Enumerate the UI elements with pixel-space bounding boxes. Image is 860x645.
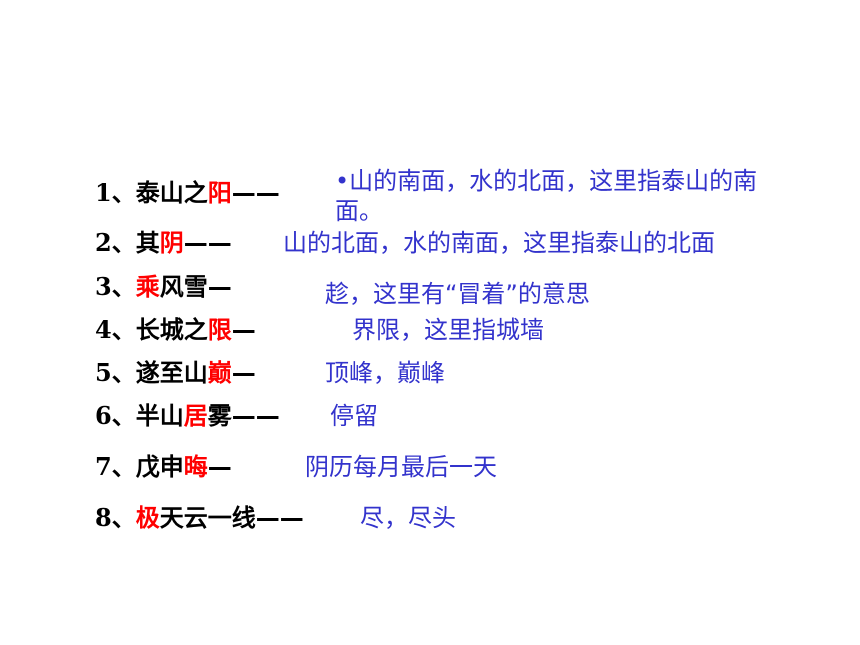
key-character: 巅: [207, 359, 232, 387]
term-text-before: 、泰山之: [111, 179, 208, 207]
term-1: 1、泰山之阳——: [95, 178, 280, 208]
term-text-after: 雾——: [207, 402, 280, 430]
term-number: 5: [95, 358, 112, 387]
key-character: 阳: [207, 179, 232, 207]
term-2: 2、其阴——: [95, 228, 232, 258]
term-7: 7、戊申晦—: [95, 452, 232, 482]
definition-1: •山的南面，水的北面，这里指泰山的南面。: [335, 167, 758, 225]
key-character: 居: [183, 402, 208, 430]
term-text-before: 、: [111, 273, 136, 301]
term-number: 7: [95, 452, 112, 481]
term-text-after: 风雪—: [159, 273, 232, 301]
term-text-after: —: [207, 453, 232, 481]
definition-8: 尽，尽头: [360, 504, 456, 532]
term-number: 2: [95, 228, 112, 257]
term-8: 8、极天云一线——: [95, 503, 304, 533]
term-number: 6: [95, 401, 112, 430]
term-text-before: 、: [111, 504, 136, 532]
term-4: 4、长城之限—: [95, 315, 256, 345]
definition-7: 阴历每月最后一天: [305, 453, 497, 481]
term-number: 3: [95, 272, 112, 301]
term-5: 5、遂至山巅—: [95, 358, 256, 388]
definition-4: 界限，这里指城墙: [352, 316, 544, 344]
term-number: 4: [95, 315, 112, 344]
term-text-before: 、其: [111, 229, 160, 257]
definition-3: 趁，这里有“冒着”的意思: [325, 280, 590, 308]
term-text-before: 、戊申: [111, 453, 184, 481]
term-text-before: 、长城之: [111, 316, 208, 344]
term-number: 8: [95, 503, 112, 532]
term-text-after: ——: [231, 179, 280, 207]
term-3: 3、乘风雪—: [95, 272, 232, 302]
term-text-after: —: [231, 316, 256, 344]
term-text-before: 、遂至山: [111, 359, 208, 387]
term-text-after: 天云一线——: [159, 504, 304, 532]
definition-2: 山的北面，水的南面，这里指泰山的北面: [283, 229, 715, 257]
term-6: 6、半山居雾——: [95, 401, 280, 431]
key-character: 极: [135, 504, 160, 532]
term-text-after: —: [231, 359, 256, 387]
key-character: 限: [207, 316, 232, 344]
key-character: 阴: [159, 229, 184, 257]
key-character: 乘: [135, 273, 160, 301]
term-number: 1: [95, 178, 112, 207]
term-text-before: 、半山: [111, 402, 184, 430]
key-character: 晦: [183, 453, 208, 481]
definition-5: 顶峰，巅峰: [325, 359, 445, 387]
term-text-after: ——: [183, 229, 232, 257]
definition-6: 停留: [330, 402, 378, 430]
